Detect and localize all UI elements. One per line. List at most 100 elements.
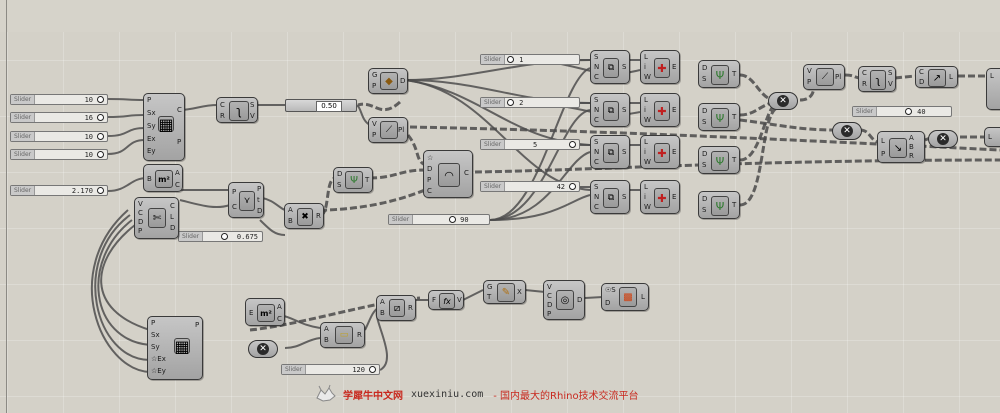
port-s-out[interactable]: S <box>622 193 627 201</box>
port-s[interactable]: S <box>594 183 599 191</box>
port-p[interactable]: P <box>232 188 237 196</box>
divide-component-1[interactable]: A B ⧄ R <box>376 295 416 321</box>
port-l[interactable]: L <box>644 53 648 61</box>
port-e[interactable]: E <box>249 309 254 317</box>
port-f[interactable]: F <box>432 296 437 304</box>
port-c[interactable]: C <box>594 116 599 124</box>
port-c[interactable]: C <box>138 209 143 217</box>
port-a[interactable]: A <box>380 298 385 306</box>
slider-knob[interactable] <box>507 99 515 106</box>
port-x[interactable]: X <box>517 288 522 296</box>
port-p[interactable]: P <box>807 78 812 86</box>
port-d[interactable]: D <box>547 301 553 309</box>
port-l[interactable]: L <box>644 138 648 146</box>
port-d[interactable]: D <box>400 77 406 85</box>
port-i[interactable]: i <box>644 106 646 114</box>
port-s[interactable]: ☉S <box>605 286 616 294</box>
port-r[interactable]: R <box>316 212 321 220</box>
area-component-1[interactable]: B m² A C <box>143 164 183 192</box>
port-c[interactable]: C <box>177 106 182 114</box>
slider-knob[interactable] <box>369 366 376 373</box>
port-sy[interactable]: Sy <box>151 343 160 351</box>
port-c[interactable]: C <box>594 158 599 166</box>
slider-knob[interactable] <box>569 141 576 148</box>
port-c[interactable]: C <box>175 181 180 189</box>
port-c[interactable]: C <box>919 68 924 76</box>
port-n[interactable]: N <box>594 63 600 71</box>
port-p[interactable]: P <box>881 150 886 158</box>
port-i[interactable]: i <box>644 148 646 156</box>
port-g[interactable]: G <box>372 71 378 79</box>
port-v[interactable]: V <box>807 67 812 75</box>
port-d-out[interactable]: D <box>170 224 176 232</box>
port-g[interactable]: G <box>487 283 493 291</box>
port-i[interactable]: i <box>644 63 646 71</box>
port-e[interactable]: E <box>672 106 677 114</box>
port-s-out[interactable]: S <box>622 63 627 71</box>
port-p-out[interactable]: P <box>195 321 200 329</box>
port-d[interactable]: D <box>919 78 925 86</box>
port-w[interactable]: W <box>644 203 651 211</box>
port-d-out[interactable]: D <box>577 296 583 304</box>
port-r[interactable]: R <box>862 80 867 88</box>
populate-component-1[interactable]: G P ◆ D <box>368 68 408 94</box>
port-e[interactable]: E <box>672 63 677 71</box>
curve-component-1[interactable]: C R ʅ S V <box>216 97 258 123</box>
slider-knob[interactable] <box>97 114 104 121</box>
slider-knob[interactable] <box>97 133 104 140</box>
port-c[interactable]: C <box>220 101 225 109</box>
port-sx[interactable]: Sx <box>151 331 160 339</box>
port-w[interactable]: W <box>644 158 651 166</box>
slider-knob[interactable] <box>905 108 913 115</box>
arc-component-1[interactable]: ☆ D P C ◠ C <box>423 150 473 198</box>
port-r[interactable]: R <box>408 304 413 312</box>
port-r[interactable]: R <box>357 331 362 339</box>
port-p[interactable]: P <box>151 319 156 327</box>
select-component-1[interactable]: D S Ψ T <box>333 167 373 193</box>
port-w[interactable]: W <box>644 116 651 124</box>
sweep-component-1[interactable]: V C D P ◎ D <box>543 280 585 320</box>
port-s-out[interactable]: S <box>622 148 627 156</box>
port-n[interactable]: N <box>594 106 600 114</box>
port-c-out[interactable]: C <box>464 169 469 177</box>
port-s[interactable]: S <box>594 96 599 104</box>
port-a[interactable]: A <box>324 325 329 333</box>
bounds-component-1[interactable]: A B ▭ R <box>320 322 365 348</box>
explode-component-1[interactable]: V C D P ✄ C L D <box>134 197 179 239</box>
port-b[interactable]: B <box>147 175 152 183</box>
port-e[interactable]: E <box>672 148 677 156</box>
slider-knob[interactable] <box>97 151 104 158</box>
port-v[interactable]: V <box>372 120 377 128</box>
port-c[interactable]: C <box>232 203 237 211</box>
function-component-1[interactable]: F fx V <box>428 290 464 310</box>
point-component-1[interactable]: P C ⋎ P t D <box>228 182 264 218</box>
toggle-node-3[interactable]: ✕ <box>928 130 958 148</box>
colour-component-1[interactable]: ☉S D ▩ L <box>601 283 649 311</box>
edge-component-1[interactable]: L <box>986 68 1000 110</box>
port-p[interactable]: P <box>138 227 143 235</box>
area-component-2[interactable]: E m² A C <box>245 298 285 326</box>
port-p[interactable]: P <box>372 131 377 139</box>
port-p-out[interactable]: P <box>257 185 262 193</box>
port-s[interactable]: S <box>337 181 342 189</box>
toggle-node-1[interactable]: ✕ <box>768 92 798 110</box>
